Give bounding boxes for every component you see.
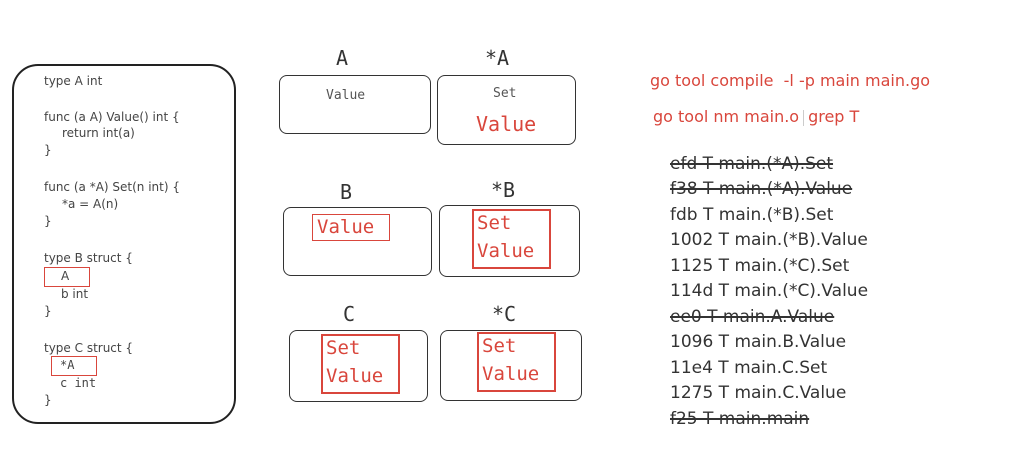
method-set-box-ptr-a — [437, 75, 576, 145]
symbol-line: 1002 T main.(*B).Value — [670, 230, 868, 250]
method-set-box-c — [289, 330, 428, 402]
pipe-separator — [803, 109, 805, 126]
code-func-value-body: return int(a) — [62, 126, 135, 140]
method-ptr-c-value: Value — [482, 363, 540, 385]
method-set-box-b — [283, 207, 432, 276]
method-ptr-a-set: Set — [493, 86, 517, 101]
code-type-b-field: b int — [61, 287, 89, 301]
method-ptr-c-highlight — [477, 332, 556, 392]
type-label-ptr-b: *B — [491, 178, 516, 202]
code-type-a: type A int — [44, 74, 103, 88]
type-label-b: B — [340, 180, 353, 204]
code-type-b-close: } — [44, 304, 52, 318]
symbol-line: 1275 T main.C.Value — [670, 383, 847, 403]
method-a-value: Value — [326, 88, 366, 103]
embedded-ptr-a-highlight — [51, 356, 97, 376]
method-c-highlight — [321, 334, 400, 394]
code-func-value-signature: func (a A) Value() int { — [44, 110, 180, 124]
method-ptr-c-set: Set — [482, 335, 517, 357]
embedded-a-highlight — [44, 267, 90, 287]
symbol-line: f38 T main.(*A).Value — [670, 179, 853, 199]
method-ptr-a-value: Value — [476, 112, 537, 136]
method-set-box-a — [279, 75, 431, 134]
symbol-line: ee0 T main.A.Value — [670, 307, 835, 327]
symbol-line: 1125 T main.(*C).Set — [670, 256, 850, 276]
grep-command-part: grep T — [808, 107, 860, 126]
method-c-set: Set — [326, 337, 361, 359]
code-type-c-embed: *A — [60, 358, 75, 372]
symbol-line: fdb T main.(*B).Set — [670, 205, 834, 225]
code-type-b-embed: A — [61, 269, 70, 283]
type-label-a: A — [336, 46, 349, 70]
method-ptr-b-set: Set — [477, 212, 512, 234]
method-b-highlight — [312, 214, 390, 241]
code-type-b-open: type B struct { — [44, 251, 133, 265]
method-set-box-ptr-b — [439, 205, 580, 277]
code-panel — [12, 64, 236, 424]
symbol-line: 1096 T main.B.Value — [670, 332, 847, 352]
code-func-set-signature: func (a *A) Set(n int) { — [44, 180, 180, 194]
symbol-line: 11e4 T main.C.Set — [670, 358, 828, 378]
code-type-c-close: } — [44, 393, 52, 407]
method-ptr-b-value: Value — [477, 240, 535, 262]
method-c-value: Value — [326, 365, 384, 387]
method-b-value: Value — [317, 216, 375, 238]
code-type-c-field: c int — [60, 376, 97, 390]
code-func-value-close: } — [44, 143, 52, 157]
type-label-ptr-a: *A — [485, 46, 510, 70]
nm-command-part: go tool nm main.o — [653, 107, 800, 126]
nm-command: go tool nm main.o grep T — [653, 107, 859, 126]
type-label-c: C — [343, 302, 356, 326]
method-ptr-b-highlight — [472, 209, 551, 269]
compile-command: go tool compile -l -p main main.go — [650, 71, 931, 90]
type-label-ptr-c: *C — [492, 302, 517, 326]
method-set-box-ptr-c — [440, 330, 582, 401]
code-func-set-close: } — [44, 214, 52, 228]
symbol-line: f25 T main.main — [670, 409, 810, 429]
code-type-c-open: type C struct { — [44, 341, 134, 355]
symbol-line: efd T main.(*A).Set — [670, 154, 834, 174]
code-func-set-body: *a = A(n) — [62, 197, 119, 211]
symbol-line: 114d T main.(*C).Value — [670, 281, 869, 301]
